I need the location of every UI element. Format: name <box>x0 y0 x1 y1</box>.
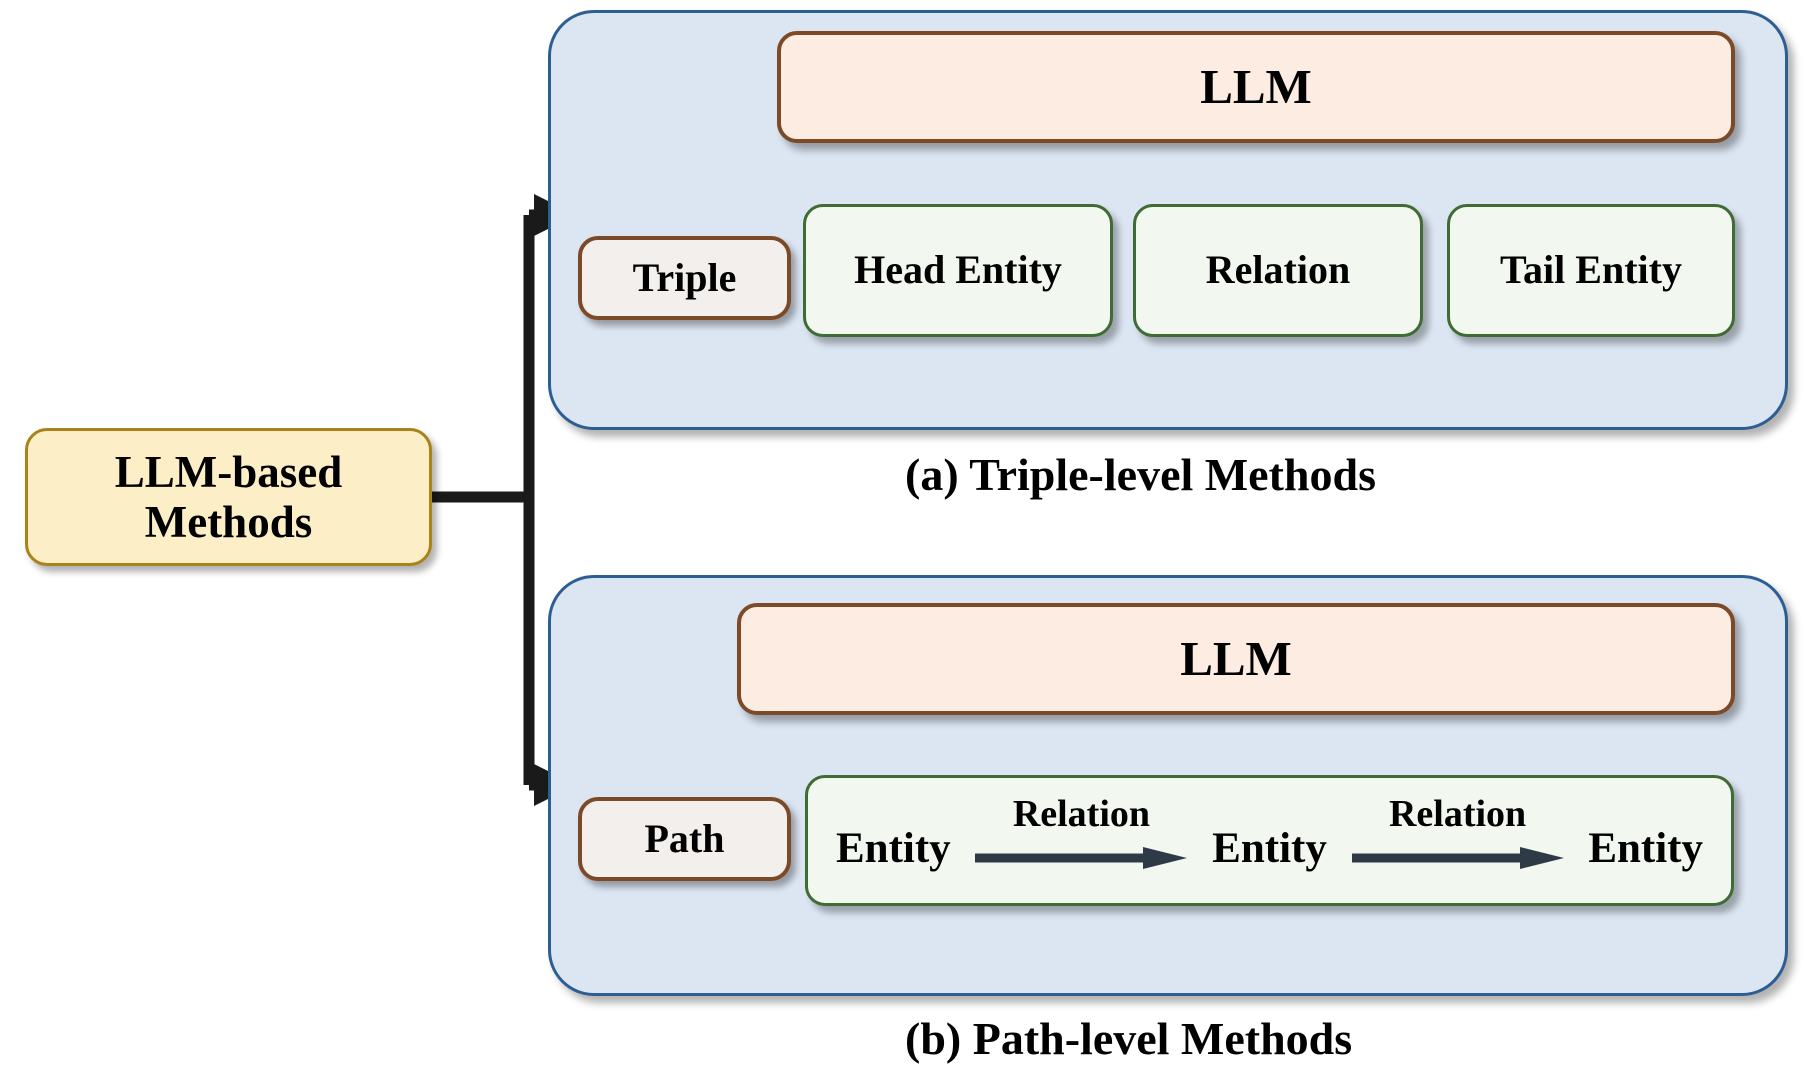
llm-box-path-level[interactable]: LLM <box>737 603 1735 715</box>
path-sequence-box[interactable]: Entity Relation Entity Relation Entity <box>805 775 1734 906</box>
node-tail-entity[interactable]: Tail Entity <box>1447 204 1735 337</box>
node-head-entity-label: Head Entity <box>854 247 1062 293</box>
caption-panel-a: (a) Triple-level Methods <box>905 449 1376 500</box>
llm-box-label: LLM <box>1180 630 1292 686</box>
chip-path[interactable]: Path <box>578 797 791 881</box>
path-relation-2: Relation <box>1350 793 1566 889</box>
root-node-llm-based-methods[interactable]: LLM-based Methods <box>25 428 432 566</box>
chip-path-label: Path <box>644 815 725 861</box>
path-sequence-inner: Entity Relation Entity Relation Entity <box>808 778 1731 903</box>
node-tail-entity-label: Tail Entity <box>1500 247 1682 293</box>
path-entity-3: Entity <box>1588 825 1703 872</box>
node-head-entity[interactable]: Head Entity <box>803 204 1113 337</box>
node-relation[interactable]: Relation <box>1133 204 1423 337</box>
chip-triple[interactable]: Triple <box>578 236 791 320</box>
root-node-label-line2: Methods <box>144 497 313 547</box>
root-node-label-line1: LLM-based <box>114 446 343 497</box>
relation-arrow-icon <box>1351 846 1564 869</box>
chip-triple-label: Triple <box>632 254 737 300</box>
path-entity-1: Entity <box>836 825 951 872</box>
root-node-label: LLM-based Methods <box>115 447 343 548</box>
node-relation-label: Relation <box>1205 247 1351 293</box>
path-relation-1: Relation <box>973 793 1189 889</box>
relation-arrow-icon <box>975 846 1188 869</box>
path-relation-1-label: Relation <box>1012 792 1151 835</box>
caption-panel-b: (b) Path-level Methods <box>905 1013 1353 1064</box>
path-relation-2-label: Relation <box>1388 792 1527 835</box>
path-entity-2: Entity <box>1212 825 1327 872</box>
llm-box-label: LLM <box>1200 58 1312 114</box>
llm-box-triple-level[interactable]: LLM <box>777 31 1735 143</box>
